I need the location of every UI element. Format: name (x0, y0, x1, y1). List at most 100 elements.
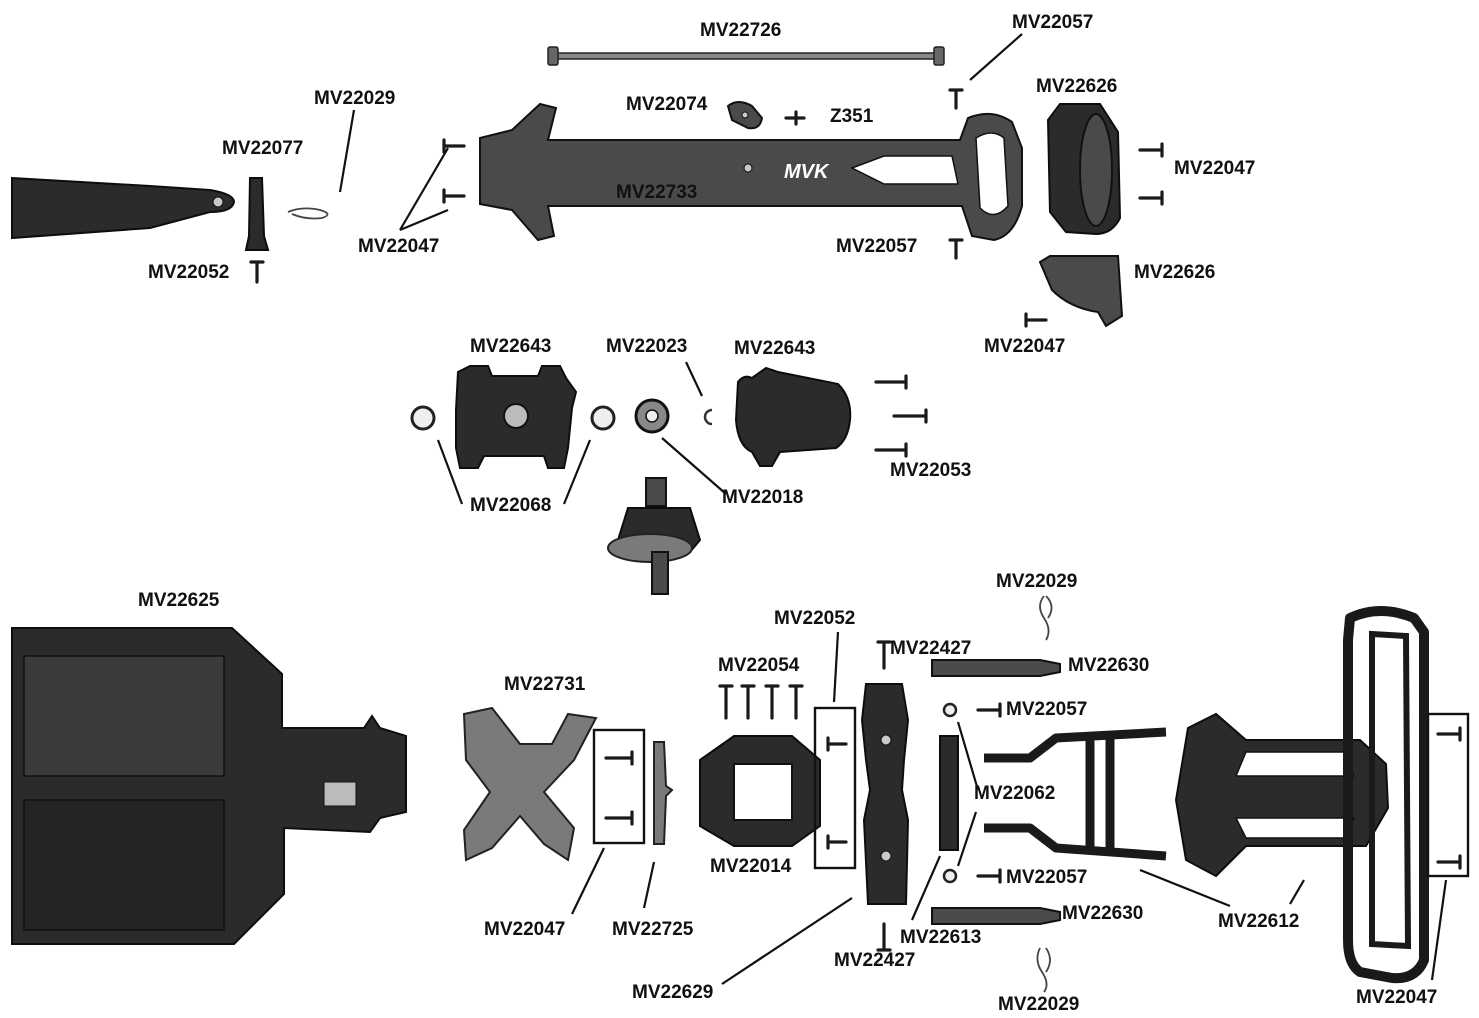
label-mv22054: MV22054 (718, 655, 800, 676)
label-mv22427-low: MV22427 (834, 950, 915, 971)
screw-box-right-2 (1436, 854, 1462, 870)
leader-mv22062-a (956, 721, 980, 791)
screw-z351 (784, 110, 806, 126)
label-mv22630-top: MV22630 (1068, 655, 1149, 676)
diff-screw-2 (892, 408, 928, 424)
label-mv22052-mid: MV22052 (774, 608, 855, 629)
chassis-brace-arm (11, 176, 236, 240)
diff-screw-1 (874, 374, 908, 390)
clip-mv22023 (703, 408, 713, 426)
label-mv22612: MV22612 (1218, 911, 1299, 932)
label-mv22427-top: MV22427 (890, 638, 971, 659)
label-mv22052-left: MV22052 (148, 262, 229, 283)
screw-mv22054-3 (764, 684, 780, 720)
screw-mv22054-4 (788, 684, 804, 720)
label-mv22613: MV22613 (900, 927, 981, 948)
screw-box-mid-1 (826, 736, 848, 752)
nut-mv22062-top (942, 702, 958, 718)
leader-mv22018 (661, 437, 727, 495)
label-mv22731: MV22731 (504, 674, 586, 695)
washer-left (410, 405, 436, 431)
top-plate-end-cutout (975, 132, 1009, 216)
label-mv22047-bottom: MV22047 (484, 919, 565, 940)
leader-mv22023 (685, 361, 703, 397)
leader-mv22057-top (969, 33, 1023, 81)
leader-mv22047-bottom (571, 847, 605, 915)
leader-mv22029-left (338, 109, 356, 193)
diff-case-right-part (734, 366, 852, 467)
label-mv22626-top: MV22626 (1036, 76, 1117, 97)
leader-mv22629 (721, 897, 853, 985)
nut-mv22062-low (942, 868, 958, 884)
brace-arm-hole (212, 196, 224, 208)
screw-group-box-mid (813, 706, 857, 870)
label-mv22047-left: MV22047 (358, 236, 439, 257)
mvk-logo: MVK (784, 161, 830, 183)
leader-mv22047-left-b (399, 208, 449, 232)
body-post-part (244, 177, 270, 251)
drive-shaft-part (547, 46, 945, 66)
tower-hole-1 (880, 734, 892, 746)
leader-mv22612-b (1289, 879, 1305, 905)
body-post-mv22630-top (931, 659, 1061, 677)
leader-mv22613 (910, 855, 942, 921)
screw-box-mid-2 (826, 834, 848, 850)
screw-box-right-1 (1436, 726, 1462, 742)
screw-mv22052-left (249, 260, 265, 284)
chassis-slot (323, 781, 357, 807)
label-mv22725: MV22725 (612, 919, 694, 940)
gearbox-wheel (1079, 113, 1113, 227)
screw-mv22057-top (948, 88, 964, 110)
screw-mv22047-cover (1024, 312, 1048, 328)
label-mv22057-low2: MV22057 (1006, 867, 1087, 888)
label-mv22023: MV22023 (606, 336, 687, 357)
body-clip-left (287, 207, 329, 220)
washer-right (590, 405, 616, 431)
screw-mv22057-mid (948, 238, 964, 260)
skid-window-2 (1234, 817, 1356, 839)
top-plate-hole (743, 163, 753, 173)
label-z351: Z351 (830, 106, 874, 127)
body-clip-bottom (1036, 947, 1051, 993)
front-tower-part (860, 683, 910, 905)
leader-mv22062-b (956, 811, 978, 867)
label-mv22053: MV22053 (890, 460, 971, 481)
label-mv22077: MV22077 (222, 138, 303, 159)
label-mv22014: MV22014 (710, 856, 792, 877)
label-mv22068: MV22068 (470, 495, 551, 516)
screw-box-left-2 (604, 810, 634, 826)
leader-mv22068-a (436, 439, 464, 505)
front-bumper-inner (1369, 630, 1412, 950)
label-mv22029-top: MV22029 (996, 571, 1077, 592)
label-mv22074: MV22074 (626, 94, 708, 115)
label-mv22626-cover: MV22626 (1134, 262, 1215, 283)
screw-mv22054-1 (718, 684, 734, 720)
screw-mv22054-2 (740, 684, 756, 720)
label-mv22057-top: MV22057 (1012, 12, 1093, 33)
label-mv22630-low: MV22630 (1062, 903, 1143, 924)
diff-gear-center (645, 409, 659, 423)
brace-link-part (653, 741, 674, 845)
leader-mv22047-far (1430, 879, 1448, 981)
leader-mv22612-a (1139, 868, 1231, 908)
shock-tower-part (462, 706, 598, 862)
screw-mv22057-low1 (976, 702, 1002, 718)
label-mv22029-left: MV22029 (314, 88, 395, 109)
label-mv22047-cover: MV22047 (984, 336, 1065, 357)
skid-window-1 (1234, 751, 1356, 777)
screw-mv22427-low (876, 922, 892, 952)
screw-mv22047-gearbox-2 (1138, 190, 1164, 206)
chassis-rib-area (23, 655, 225, 777)
label-mv22629: MV22629 (632, 982, 713, 1003)
label-mv22018: MV22018 (722, 487, 803, 508)
screw-plate-left-1 (442, 138, 466, 154)
gear-cover-part (1038, 255, 1124, 328)
diff-screw-3 (874, 442, 908, 458)
leader-mv22047-left-a (399, 147, 449, 231)
screw-mv22057-low2 (976, 868, 1002, 884)
leader-mv22052-mid (832, 631, 840, 703)
diff-case-bore (503, 403, 529, 429)
screw-plate-left-2 (442, 188, 466, 204)
label-mv22643-right: MV22643 (734, 338, 815, 359)
